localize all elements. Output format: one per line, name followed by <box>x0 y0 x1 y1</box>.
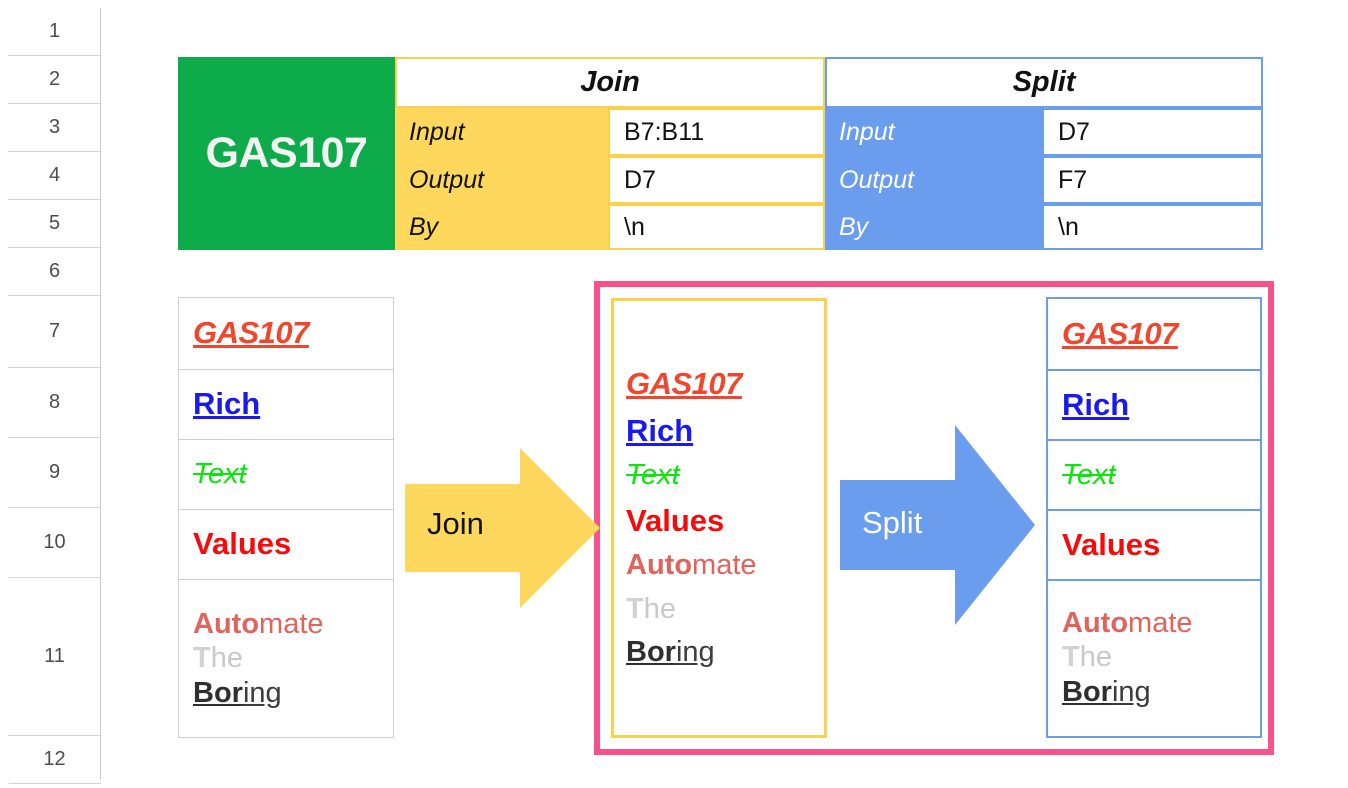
split-output-value[interactable]: F7 <box>1044 156 1263 204</box>
cell-f11[interactable]: Automate The Boring <box>1048 581 1260 734</box>
cell-text-text: Text <box>193 458 247 491</box>
join-output-label: Output <box>395 156 610 204</box>
split-arrow-label: Split <box>862 505 923 540</box>
out-line-the: The <box>1062 641 1112 674</box>
row-header-11[interactable]: 11 <box>8 578 101 736</box>
cell-text-rich: Rich <box>193 386 261 422</box>
output-cell-range-f7: GAS107 Rich Text Values Automate The Bor… <box>1046 297 1262 738</box>
cell-b7[interactable]: GAS107 <box>179 298 393 370</box>
input-cell-range-b7-b11: GAS107 Rich Text Values Automate The Bor… <box>178 297 394 738</box>
cell-b11[interactable]: Automate The Boring <box>179 580 393 737</box>
cell-b9[interactable]: Text <box>179 440 393 510</box>
join-input-label: Input <box>395 108 610 156</box>
joined-line-values: Values <box>626 502 725 538</box>
out-text-values: Values <box>1062 526 1161 562</box>
cell-text-gas107: GAS107 <box>193 315 309 351</box>
out-text-rich: Rich <box>1062 386 1130 422</box>
join-arrow: Join <box>405 448 600 608</box>
config-column-title-join: Join <box>395 57 825 108</box>
joined-line-text: Text <box>626 459 680 492</box>
out-line-automate: Automate <box>1062 607 1193 640</box>
join-arrow-label: Join <box>427 506 484 541</box>
gas107-badge: GAS107 <box>178 57 395 250</box>
joined-line-automate: Automate <box>626 549 757 582</box>
out-text-text: Text <box>1062 458 1116 491</box>
split-output-label: Output <box>825 156 1044 204</box>
out-text-gas107: GAS107 <box>1062 315 1178 351</box>
split-input-label: Input <box>825 108 1044 156</box>
split-by-value[interactable]: \n <box>1044 204 1263 250</box>
join-by-value[interactable]: \n <box>610 204 825 250</box>
join-by-label: By <box>395 204 610 250</box>
joined-line-the: The <box>626 592 676 625</box>
row-header-2[interactable]: 2 <box>8 56 101 104</box>
split-input-value[interactable]: D7 <box>1044 108 1263 156</box>
cell-f7[interactable]: GAS107 <box>1048 299 1260 371</box>
cell-b10[interactable]: Values <box>179 510 393 580</box>
row-header-7[interactable]: 7 <box>8 296 101 368</box>
row-header-8[interactable]: 8 <box>8 368 101 438</box>
cell-line-boring: Boring <box>193 676 282 709</box>
cell-f8[interactable]: Rich <box>1048 371 1260 441</box>
split-by-label: By <box>825 204 1044 250</box>
row-header-10[interactable]: 10 <box>8 508 101 578</box>
row-header-1[interactable]: 1 <box>8 8 101 56</box>
joined-line-gas107: GAS107 <box>626 366 742 402</box>
cell-f9[interactable]: Text <box>1048 441 1260 511</box>
split-arrow: Split <box>840 425 1035 625</box>
join-output-value[interactable]: D7 <box>610 156 825 204</box>
row-header-4[interactable]: 4 <box>8 152 101 200</box>
cell-line-the: The <box>193 642 243 675</box>
join-arrow-icon <box>405 448 600 608</box>
cell-text-values: Values <box>193 526 292 562</box>
cell-line-automate: Automate <box>193 608 324 641</box>
joined-line-boring: Boring <box>626 636 715 669</box>
gutter-divider <box>100 8 101 780</box>
joined-line-rich: Rich <box>626 412 694 448</box>
cell-f10[interactable]: Values <box>1048 511 1260 581</box>
split-arrow-icon <box>840 425 1035 625</box>
joined-cell-d7[interactable]: GAS107 Rich Text Values Automate The Bor… <box>611 298 827 738</box>
config-table: GAS107 Join Split Input B7:B11 Output D7… <box>178 57 1263 250</box>
join-input-value[interactable]: B7:B11 <box>610 108 825 156</box>
out-line-boring: Boring <box>1062 675 1151 708</box>
row-header-3[interactable]: 3 <box>8 104 101 152</box>
row-header-6[interactable]: 6 <box>8 248 101 296</box>
row-header-9[interactable]: 9 <box>8 438 101 508</box>
row-header-5[interactable]: 5 <box>8 200 101 248</box>
row-header-12[interactable]: 12 <box>8 736 101 784</box>
cell-b8[interactable]: Rich <box>179 370 393 440</box>
config-column-title-split: Split <box>825 57 1263 108</box>
